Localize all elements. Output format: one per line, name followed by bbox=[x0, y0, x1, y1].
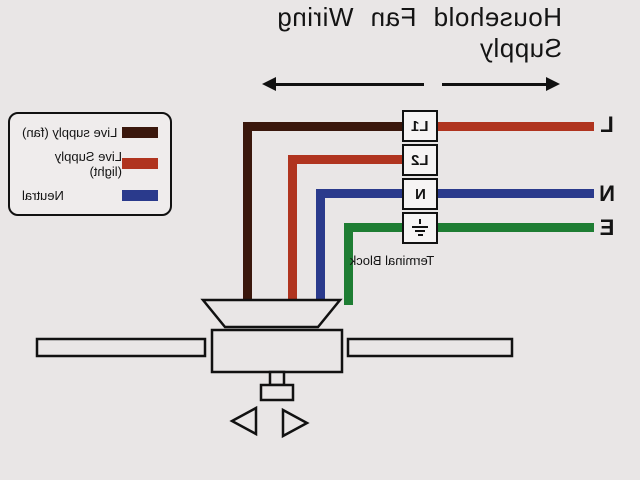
wire-live-fan-horizontal bbox=[243, 122, 406, 131]
legend-row-live-fan: Live supply (fan) bbox=[22, 125, 158, 140]
terminal-l1: L1 bbox=[402, 110, 438, 142]
wire-earth-vertical bbox=[344, 223, 353, 305]
legend-swatch-live-fan bbox=[122, 126, 158, 138]
supply-label-e: E bbox=[599, 215, 615, 240]
fan-canopy bbox=[200, 298, 343, 329]
supply-label-l: L bbox=[600, 112, 614, 137]
fan-light-shade-left bbox=[229, 405, 258, 437]
wire-supply-earth bbox=[436, 223, 594, 232]
legend-label: Live Supply (light) bbox=[54, 148, 122, 179]
diagram-title: Household Fan Wiring Supply bbox=[258, 2, 562, 63]
terminal-l2: L2 bbox=[402, 144, 438, 176]
legend-label: Live supply (fan) bbox=[22, 124, 118, 140]
arrow-right-line bbox=[442, 83, 546, 86]
legend-swatch-live-light bbox=[122, 158, 158, 170]
legend-label: Neutral bbox=[22, 188, 64, 204]
fan-light-shade-right bbox=[281, 407, 310, 439]
wire-earth-horizontal bbox=[344, 223, 406, 232]
fan-blade-left bbox=[35, 337, 207, 358]
wire-live-light-vertical bbox=[288, 155, 297, 305]
terminal-l1-label: L1 bbox=[411, 117, 429, 135]
terminal-n: N bbox=[402, 178, 438, 210]
title-line-1: Household Fan Wiring bbox=[276, 2, 562, 32]
wire-live-light-horizontal bbox=[288, 155, 406, 164]
supply-label-n: N bbox=[599, 181, 615, 206]
terminal-e bbox=[402, 212, 438, 244]
legend-row-neutral: Neutral bbox=[22, 188, 158, 203]
fan-light-fitting bbox=[259, 383, 295, 402]
legend: Live supply (fan) Live Supply (light) Ne… bbox=[8, 112, 172, 216]
wire-supply-live bbox=[436, 122, 594, 131]
wire-live-fan-vertical bbox=[243, 122, 252, 305]
wire-neutral-vertical bbox=[316, 189, 325, 305]
ceiling-fan-drawing bbox=[35, 298, 514, 439]
terminal-l2-label: L2 bbox=[411, 151, 429, 169]
title-line-2: Supply bbox=[479, 32, 563, 63]
fan-stem bbox=[268, 370, 286, 387]
legend-swatch-neutral bbox=[122, 190, 158, 202]
earth-symbol-icon bbox=[411, 219, 429, 237]
arrow-left-line bbox=[274, 83, 424, 86]
arrow-left-head-icon bbox=[262, 77, 276, 91]
legend-row-live-light: Live Supply (light) bbox=[22, 149, 158, 179]
arrow-right-head-icon bbox=[546, 77, 560, 91]
fan-motor-body bbox=[210, 328, 344, 374]
wire-supply-neutral bbox=[436, 189, 594, 198]
wire-neutral-horizontal bbox=[316, 189, 406, 198]
terminal-block-caption: Terminal Block bbox=[349, 253, 435, 268]
fan-blade-right bbox=[346, 337, 514, 358]
terminal-n-label: N bbox=[414, 185, 426, 203]
